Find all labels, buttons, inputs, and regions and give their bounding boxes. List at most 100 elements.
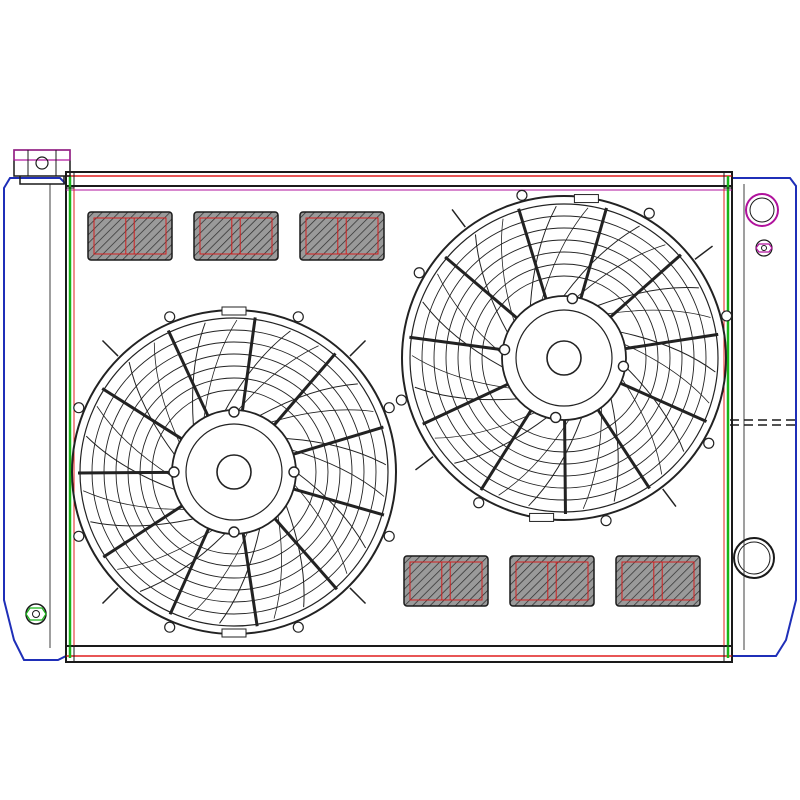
pad-bottom-1-body	[403, 555, 489, 607]
left-fan-blade	[285, 505, 305, 608]
left-fan-hub-bolt	[228, 526, 240, 538]
left-fan-guard-spoke	[102, 504, 183, 559]
pad-bottom-3	[615, 555, 701, 607]
left-fan-blade	[192, 322, 206, 426]
pad-bottom-3-red-outline	[621, 561, 695, 601]
left-fan-mount-arm	[349, 587, 367, 605]
filler-cap	[13, 149, 71, 185]
right-fan-blade	[620, 331, 716, 373]
right-fan-connector-tab	[573, 194, 599, 204]
pad-top-2	[193, 211, 279, 261]
left-fan-mount-tab	[73, 530, 85, 542]
left-fan-blade-edge	[117, 529, 213, 570]
left-fan-guard-spoke	[77, 470, 173, 475]
pad-bottom-3-body	[615, 555, 701, 607]
left-fan-mount-tab	[73, 402, 85, 414]
pad-top-1-body	[87, 211, 173, 261]
right-fan-connector-tab	[529, 512, 555, 522]
pad-top-3	[299, 211, 385, 261]
right-fan-hub-bolt	[549, 411, 562, 424]
left-fan	[71, 306, 397, 638]
right-fan-blade-edge	[541, 207, 589, 301]
right-fan-guard-spoke	[596, 409, 651, 490]
pad-top-1	[87, 211, 173, 261]
left-fan-blade	[259, 383, 358, 417]
left-fan-hub-ring	[171, 409, 297, 535]
right-fan-blade-edge	[582, 407, 602, 509]
drain-petcock-left	[25, 603, 47, 625]
right-fan-blade-edge	[621, 378, 663, 475]
left-fan-blade-edge	[153, 342, 180, 443]
left-fan-blade-edge	[291, 449, 385, 497]
right-fan-blade-edge	[434, 412, 535, 439]
right-fan-hub-bolt	[566, 292, 579, 305]
left-fan-blade	[85, 435, 175, 490]
right-fan-guard-spoke	[479, 409, 533, 491]
left-fan-blade-edge	[96, 406, 173, 478]
left-fan-guard-spoke	[293, 487, 385, 517]
left-fan-guard-spoke	[241, 533, 259, 627]
right-fan-blade	[454, 417, 548, 464]
core-end-cap-br	[723, 645, 733, 663]
pad-top-2-red-outline	[199, 217, 273, 255]
left-fan-mount-arm	[101, 339, 119, 357]
fans	[71, 189, 733, 638]
right-fan-guard-spoke	[609, 253, 682, 319]
right-fan-mount-tab	[516, 189, 528, 201]
left-fan-mount-tab	[383, 402, 395, 414]
right-fan-guard-spoke	[579, 207, 608, 299]
right-fan	[395, 189, 733, 527]
right-fan-blade-edge	[498, 419, 570, 496]
left-fan-mount-tab	[292, 621, 304, 633]
left-fan-guard-spoke	[273, 352, 337, 426]
left-fan-guard-spoke	[166, 329, 210, 417]
left-fan-connector-tab	[221, 306, 247, 316]
left-tank	[3, 177, 67, 661]
right-fan-mount-tab	[703, 437, 715, 449]
left-fan-connector-tab	[221, 628, 247, 638]
pad-bottom-2-body	[509, 555, 595, 607]
left-fan-motor-center	[216, 454, 252, 490]
right-fan-mount-arm	[451, 209, 466, 228]
left-fan-blade-edge	[273, 515, 282, 619]
left-fan-blade	[295, 471, 367, 549]
right-fan-blade-edge	[607, 309, 711, 318]
right-fan-guard-spoke	[422, 382, 509, 426]
right-fan-hub-bolt	[498, 343, 511, 356]
left-fan-hub-bolt	[288, 466, 300, 478]
right-fan-guard-spoke	[409, 335, 503, 352]
left-fan-blade	[90, 518, 194, 527]
right-fan-mount-tab	[600, 515, 612, 527]
outlet-port-lower-right	[733, 537, 775, 579]
right-fan-blade-edge	[576, 244, 666, 298]
drain-petcock-right	[755, 239, 773, 257]
left-fan-blade-edge	[237, 345, 319, 411]
core-end-cap-bl	[65, 645, 75, 663]
left-fan-blade-edge	[82, 490, 185, 510]
right-tank	[731, 177, 797, 657]
pad-top-1-red-outline	[93, 217, 167, 255]
right-fan-hub-ring	[501, 295, 627, 421]
pad-top-3-body	[299, 211, 385, 261]
right-fan-blade-edge	[437, 273, 503, 355]
pad-bottom-2-red-outline	[515, 561, 589, 601]
left-fan-mount-tab	[383, 530, 395, 542]
right-fan-mount-arm	[662, 488, 677, 507]
right-fan-blade	[625, 366, 685, 452]
pad-bottom-1-red-outline	[409, 561, 483, 601]
left-fan-motor-housing	[185, 423, 283, 521]
right-fan-guard-spoke	[620, 381, 708, 423]
right-fan-mount-tab	[643, 207, 655, 219]
right-fan-hub-bolt	[617, 360, 630, 373]
left-fan-guard-spoke	[292, 425, 384, 456]
transmission-cooler-dashes	[730, 419, 796, 426]
left-fan-blade	[139, 533, 226, 592]
left-fan-guard-spoke	[168, 527, 210, 615]
right-fan-mount-arm	[415, 456, 434, 471]
left-fan-blade-edge	[188, 532, 248, 618]
core-outer-frame	[65, 171, 733, 663]
left-fan-hub-bolt	[168, 466, 180, 478]
right-fan-blade	[414, 386, 518, 401]
left-fan-mount-arm	[101, 587, 119, 605]
